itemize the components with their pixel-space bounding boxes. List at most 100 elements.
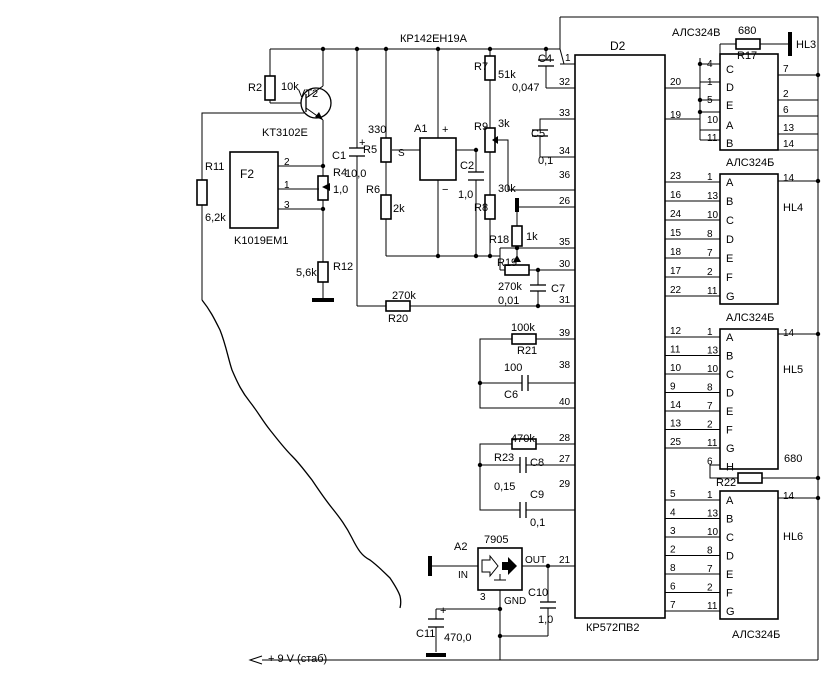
r12-ref: R12 — [333, 261, 353, 273]
d2-chip — [574, 54, 666, 619]
hl4-segment-letter: C — [726, 215, 734, 227]
hl5-segment-letter: H — [726, 462, 734, 474]
d2-pin-left: 38 — [559, 360, 571, 371]
hl5-segment-letter: E — [726, 406, 733, 418]
r21-ref: R21 — [517, 345, 537, 357]
hl4-pin-in: 2 — [707, 267, 713, 278]
hl3-pin-out: 7 — [783, 64, 789, 75]
hl5-pin-in: 11 — [707, 438, 718, 449]
c7-value: 0,01 — [498, 295, 519, 307]
c1-ref: C1 — [332, 150, 346, 162]
r9-ref: R9 — [474, 121, 488, 133]
d2-pin-right: 24 — [670, 209, 682, 220]
hl4-pin-in: 1 — [707, 172, 713, 183]
r19-value: 270k — [498, 281, 522, 293]
hl4-segment-letter: G — [726, 291, 735, 303]
capacitor-plates — [349, 59, 556, 628]
r22-body — [737, 472, 763, 484]
f2-part: K1019EM1 — [234, 235, 288, 247]
d2-pin-left: 26 — [559, 196, 571, 207]
r12-body — [317, 261, 329, 283]
hl6-display — [719, 490, 779, 620]
hl5-segment-letter: C — [726, 369, 734, 381]
hl4-segment-letter: D — [726, 234, 734, 246]
hl5-pin-in: 7 — [707, 401, 713, 412]
hl5-pin-in: 10 — [707, 364, 719, 375]
d2-pin-right: 5 — [670, 489, 676, 500]
a1-plus: + — [442, 124, 448, 136]
d2-pin-left: 35 — [559, 237, 571, 248]
hl5-pin-in: 8 — [707, 383, 713, 394]
hl4-pin-in: 10 — [707, 210, 719, 221]
a2-in: IN — [458, 570, 468, 581]
r7-value: 51k — [498, 69, 516, 81]
d2-pin-right: 2 — [670, 545, 676, 556]
r6-value: 2k — [393, 203, 405, 215]
hl6-pin-in: 11 — [707, 601, 718, 612]
r17-ref: R17 — [737, 50, 757, 62]
d2-pin-right: 17 — [670, 266, 682, 277]
r19-body — [504, 264, 530, 276]
d2-pin-left: 39 — [559, 328, 571, 339]
hl6-segment-letter: E — [726, 569, 733, 581]
f2-chip — [229, 151, 279, 229]
hl6-part: АЛС324Б — [732, 629, 780, 641]
r2-body — [264, 75, 276, 101]
supply-label: + 9 V (стаб) — [268, 653, 327, 665]
r18-ref: R18 — [489, 234, 509, 246]
hl4-segment-letter: F — [726, 272, 733, 284]
r22-value: 680 — [784, 453, 802, 465]
hl3-ref: HL3 — [796, 39, 816, 51]
hl5-ref: HL5 — [783, 364, 803, 376]
a1-minus: − — [442, 184, 448, 196]
d2-pin-right: 18 — [670, 247, 682, 258]
d2-pin-left: 32 — [559, 77, 571, 88]
c11-plus: + — [440, 605, 446, 617]
hl6-pin-in: 2 — [707, 583, 713, 594]
hl6-ref: HL6 — [783, 531, 803, 543]
r5-body — [380, 137, 392, 163]
r23-body — [511, 438, 537, 450]
a2-part: 7905 — [484, 534, 508, 546]
r20-ref: R20 — [388, 313, 408, 325]
hl6-pin-in: 1 — [707, 490, 713, 501]
hl4-pin-in: 13 — [707, 191, 719, 202]
hl6-segment-letter: F — [726, 588, 733, 600]
hl3-pin-in: 1 — [707, 77, 713, 88]
cut-line — [201, 299, 402, 609]
c9-value: 0,1 — [530, 517, 545, 529]
d2-pin-right: 11 — [670, 345, 681, 356]
d2-pin-right: 6 — [670, 582, 676, 593]
hl3-pin-out: 13 — [783, 123, 795, 134]
hl3-part-top: АЛС324В — [672, 27, 720, 39]
hl6-pin-in: 10 — [707, 527, 719, 538]
hl3-part-bottom: АЛС324Б — [726, 157, 774, 169]
r11-body — [196, 179, 208, 206]
d2-pin-right: 16 — [670, 190, 682, 201]
r19-ref: R19 — [497, 257, 517, 269]
d2-pin-right: 13 — [670, 419, 682, 430]
d2-pin-left: 33 — [559, 108, 571, 119]
d2-pin-right: 9 — [670, 382, 676, 393]
d2-pin-right: 19 — [670, 110, 682, 121]
c11-ref: C11 — [416, 628, 435, 640]
hl4-pin-in: 11 — [707, 286, 718, 297]
hl6-segment-letter: C — [726, 532, 734, 544]
d2-pin-left: 1 — [565, 53, 571, 64]
hl3-segment-letter: E — [726, 100, 733, 112]
d2-pin-right: 20 — [670, 77, 682, 88]
hl6-segment-letter: D — [726, 551, 734, 563]
hl4-pin-com: 14 — [783, 173, 795, 184]
f2-ref: F2 — [240, 167, 254, 181]
hl4-segment-letter: B — [726, 196, 733, 208]
hl5-pin-in: 6 — [707, 457, 713, 468]
r8-body — [484, 194, 496, 220]
hl3-segment-letter: B — [726, 138, 733, 150]
r2-value: 10k — [281, 81, 299, 93]
c4-value: 0,047 — [512, 82, 540, 94]
f2-pin-a: 2 — [284, 157, 290, 168]
hl6-pin-com: 14 — [783, 491, 795, 502]
d2-pin-left: 27 — [559, 454, 571, 465]
hl5-pin-in: 2 — [707, 420, 713, 431]
hl5-pin-in: 13 — [707, 346, 719, 357]
